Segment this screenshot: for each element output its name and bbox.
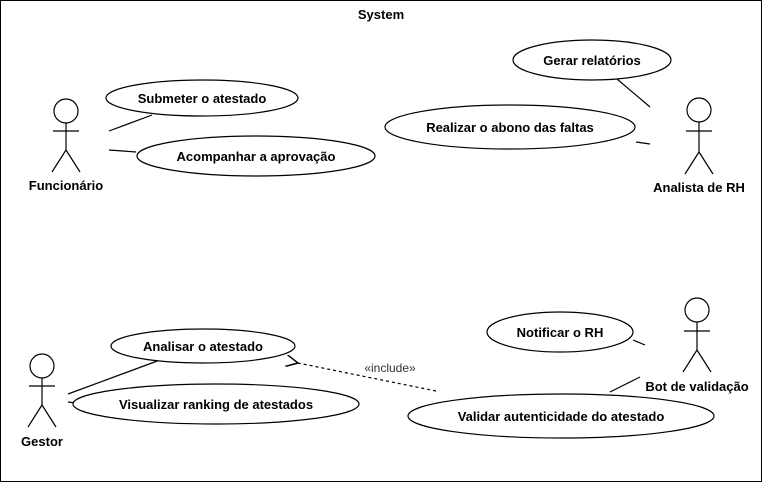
usecase-label: Gerar relatórios [543, 53, 641, 68]
actor-analista-rh[interactable]: Analista de RH [653, 97, 745, 195]
usecase-label: Notificar o RH [517, 325, 604, 340]
assoc-bot-validar [609, 376, 641, 393]
actor-funcionario[interactable]: Funcionário [29, 98, 103, 193]
usecase-label: Visualizar ranking de atestados [119, 397, 313, 412]
usecase-analisar-atestado[interactable]: Analisar o atestado [110, 328, 296, 364]
usecase-submeter-atestado[interactable]: Submeter o atestado [105, 79, 299, 117]
actor-gestor[interactable]: Gestor [21, 353, 63, 449]
actor-label: Bot de validação [645, 379, 748, 394]
actor-head [684, 297, 710, 323]
assoc-analista-gerar [616, 78, 651, 108]
system-title: System [358, 7, 404, 22]
assoc-bot-notificar [632, 339, 646, 346]
usecase-realizar-abono[interactable]: Realizar o abono das faltas [384, 104, 636, 150]
usecase-validar-autenticidade[interactable]: Validar autenticidade do atestado [407, 393, 715, 439]
usecase-label: Validar autenticidade do atestado [458, 409, 665, 424]
assoc-analista-abono [635, 141, 651, 145]
actor-bot-validacao[interactable]: Bot de validação [645, 297, 749, 394]
usecase-label: Realizar o abono das faltas [426, 120, 594, 135]
usecase-visualizar-ranking[interactable]: Visualizar ranking de atestados [72, 383, 360, 425]
assoc-funcionario-acompanhar [108, 149, 137, 153]
actor-head [29, 353, 55, 379]
actor-head [686, 97, 712, 123]
usecase-label: Submeter o atestado [138, 91, 267, 106]
include-label: «include» [364, 361, 416, 375]
actor-label: Funcionário [29, 178, 103, 193]
assoc-gestor-analisar [67, 359, 161, 395]
actor-label: Gestor [21, 434, 63, 449]
usecase-acompanhar-aprovacao[interactable]: Acompanhar a aprovação [136, 135, 376, 177]
usecase-label: Acompanhar a aprovação [177, 149, 336, 164]
assoc-funcionario-submeter [108, 114, 153, 132]
usecase-notificar-rh[interactable]: Notificar o RH [486, 311, 634, 353]
usecase-label: Analisar o atestado [143, 339, 263, 354]
actor-label: Analista de RH [653, 180, 745, 195]
usecase-gerar-relatorios[interactable]: Gerar relatórios [512, 39, 672, 81]
actor-head [53, 98, 79, 124]
